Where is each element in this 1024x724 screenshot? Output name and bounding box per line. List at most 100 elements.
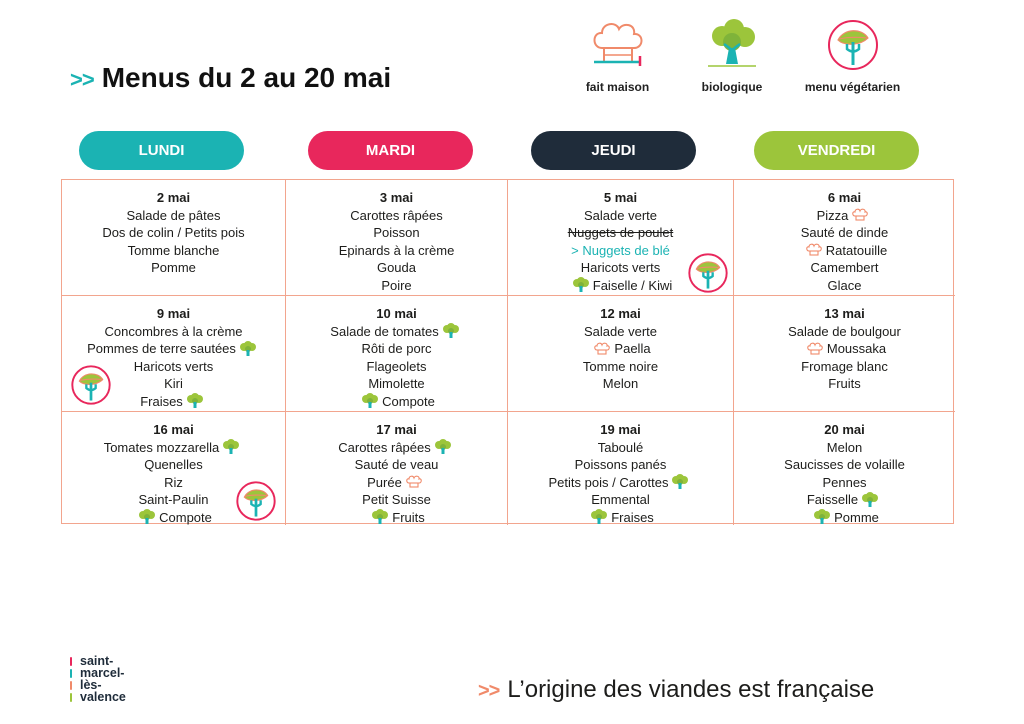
day-header-friday: VENDREDI xyxy=(754,131,919,170)
menu-item: Pommes de terre sautées xyxy=(62,340,285,358)
menu-item: Salade verte xyxy=(508,323,733,341)
logo-bar xyxy=(70,680,72,690)
menu-date: 6 mai xyxy=(827,190,862,205)
menu-item: Moussaka xyxy=(734,340,955,358)
menu-item: Fraises xyxy=(62,393,285,411)
logo-text: saint- xyxy=(80,654,114,668)
menu-item: Purée xyxy=(286,474,507,492)
organic-icon xyxy=(371,509,389,525)
footer-arrows: >> xyxy=(478,680,500,702)
menu-item-text: Saint-Paulin xyxy=(138,492,209,507)
logo-line: marcel- xyxy=(70,667,126,679)
day-header-thursday: JEUDI xyxy=(531,131,696,170)
menu-item: Carottes râpées xyxy=(286,207,507,225)
menu-date: 12 mai xyxy=(600,306,641,321)
vegetarian-menu-icon xyxy=(235,480,277,527)
logo-text: marcel- xyxy=(80,666,125,680)
menu-item: Saint-Paulin xyxy=(62,491,285,509)
menu-item: Mimolette xyxy=(286,375,507,393)
menu-date: 20 mai xyxy=(824,422,865,437)
menu-item: Tomme noire xyxy=(508,358,733,376)
menu-item: Pomme xyxy=(62,259,285,277)
menu-item: Nuggets de poulet xyxy=(508,224,733,242)
menu-item: Faisselle xyxy=(734,491,955,509)
menu-item: Poire xyxy=(286,277,507,295)
menu-item-text: Riz xyxy=(164,474,183,490)
menu-item: Poissons panés xyxy=(508,456,733,474)
menu-item-text: Emmental xyxy=(591,492,650,507)
organic-icon xyxy=(361,393,379,409)
menu-item: Epinards à la crème xyxy=(286,242,507,260)
menu-item-text: Saucisses de volaille xyxy=(784,457,905,472)
legend-item-homemade: fait maison xyxy=(580,18,655,94)
menu-item-text: Salade de tomates xyxy=(330,323,439,339)
organic-icon xyxy=(442,323,460,339)
menu-item-text: Compote xyxy=(382,393,435,409)
menu-item-text: Tomme blanche xyxy=(127,242,220,258)
menu-item: Quenelles xyxy=(62,456,285,474)
vegetarian-menu-icon xyxy=(687,252,729,299)
organic-icon xyxy=(434,439,452,455)
menu-item-text: Camembert xyxy=(810,260,879,275)
menu-date: 5 mai xyxy=(603,190,638,205)
menu-item: Fromage blanc xyxy=(734,358,955,376)
menu-item: Dos de colin / Petits pois xyxy=(62,224,285,242)
day-header-monday: LUNDI xyxy=(79,131,244,170)
menu-item: Salade verte xyxy=(508,207,733,225)
menu-date: 19 mai xyxy=(600,422,641,437)
organic-icon xyxy=(186,393,204,409)
menu-item-text: Dos de colin / Petits pois xyxy=(102,225,245,240)
menu-item-text: Salade de pâtes xyxy=(126,207,221,223)
menu-item-text: Salade verte xyxy=(584,207,657,223)
menu-date: 2 mai xyxy=(156,190,191,205)
menu-item: Riz xyxy=(62,474,285,492)
legend: fait maison biologique xyxy=(580,18,920,98)
logo-text: valence xyxy=(80,690,126,704)
menu-item: Petits pois / Carottes xyxy=(508,474,733,492)
menu-item-text: Taboulé xyxy=(597,439,644,455)
menu-item-text: Compote xyxy=(159,509,212,525)
logo-line: saint- xyxy=(70,655,126,667)
logo-bar xyxy=(70,692,72,702)
menu-item-text: Poissons panés xyxy=(574,457,667,472)
menu-item-text: Salade verte xyxy=(584,323,657,339)
menu-item-text: Quenelles xyxy=(144,457,203,472)
menu-item: Flageolets xyxy=(286,358,507,376)
menu-item: Tomme blanche xyxy=(62,242,285,260)
homemade-icon xyxy=(405,475,423,489)
organic-icon xyxy=(861,491,879,508)
logo-line: lès- xyxy=(70,679,126,691)
homemade-icon xyxy=(851,208,869,222)
menu-item: Fruits xyxy=(734,375,955,393)
menu-item-text: Fruits xyxy=(392,509,425,525)
organic-icon xyxy=(671,474,689,490)
menu-item-text: Petit Suisse xyxy=(362,492,431,507)
menu-item-text: Pennes xyxy=(822,474,867,490)
menu-item-text: Carottes râpées xyxy=(338,439,431,455)
menu-item: Tomates mozzarella xyxy=(62,439,285,457)
menu-item: Pomme xyxy=(734,509,955,527)
menu-item: Fruits xyxy=(286,509,507,527)
title-arrows: >> xyxy=(70,67,95,92)
organic-icon xyxy=(239,340,257,357)
menu-item-text: Fraises xyxy=(140,393,183,409)
homemade-icon xyxy=(806,342,824,356)
menu-date: 3 mai xyxy=(379,190,414,205)
menu-item: Haricots verts xyxy=(62,358,285,376)
menu-item-text: Poisson xyxy=(373,225,420,240)
menu-item-text: Petits pois / Carottes xyxy=(548,474,669,490)
legend-item-vegetarian: menu végétarien xyxy=(795,18,910,94)
chef-hat-icon xyxy=(580,18,655,72)
vegetarian-menu-icon xyxy=(70,364,112,411)
menu-date: 16 mai xyxy=(153,422,194,437)
menu-item-text: Gouda xyxy=(376,260,417,275)
menu-item-text: Poire xyxy=(381,277,412,293)
organic-icon xyxy=(138,509,156,525)
menu-item: Haricots verts xyxy=(508,259,733,277)
